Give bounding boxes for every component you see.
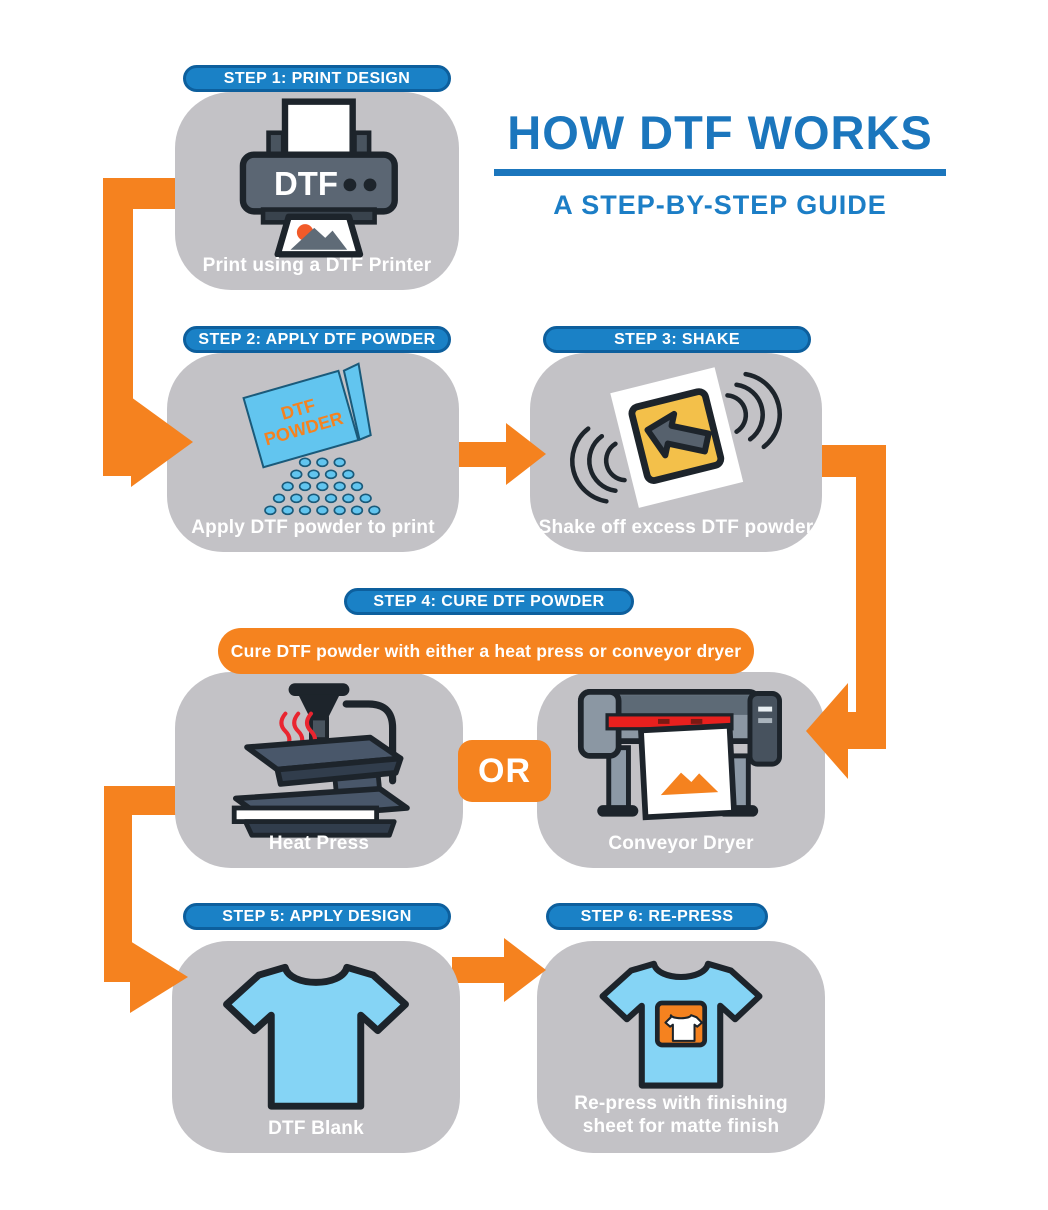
arrowhead-into-step2 (131, 397, 193, 487)
step6-card: Re-press with finishing sheet for matte … (537, 941, 825, 1153)
arrowhead-into-step6 (504, 938, 546, 1002)
arrowhead-into-step5 (130, 941, 188, 1013)
step4-banner: Cure DTF powder with either a heat press… (218, 628, 754, 674)
heat-press-icon (231, 683, 410, 838)
step1-card: DTF Print using a DTF Printer (175, 92, 459, 290)
arrowhead-into-step3 (506, 423, 546, 485)
mini-tshirt-glyph (664, 1014, 703, 1042)
shake-lines-right (725, 371, 782, 450)
step3-pill: STEP 3: SHAKE (543, 326, 811, 353)
heat-press-caption: Heat Press (268, 833, 370, 855)
dtf-printer-icon: DTF (239, 98, 398, 258)
conveyor-dryer-icon (577, 688, 782, 821)
shake-sheet-icon (570, 367, 782, 508)
step5-caption: DTF Blank (268, 1118, 364, 1140)
step1-pill-label: STEP 1: PRINT DESIGN (223, 69, 411, 87)
or-badge: OR (458, 740, 551, 802)
step2-card: DTF POWDER Apply DTF powder to print (167, 353, 459, 552)
step4-pill-label: STEP 4: CURE DTF POWDER (373, 592, 605, 610)
connector-step1-step2-vertical (103, 178, 133, 476)
page-title: HOW DTF WORKS (507, 106, 933, 159)
printer-label: DTF (274, 165, 338, 202)
arrow-step5-step6-stem (452, 957, 510, 983)
conveyor-dryer-caption: Conveyor Dryer (608, 833, 754, 855)
step3-card: Shake off excess DTF powder (530, 353, 822, 552)
step6-pill: STEP 6: RE-PRESS (546, 903, 768, 930)
arrowhead-into-conveyor (806, 683, 848, 779)
arrow-step2-step3-stem (456, 442, 512, 467)
or-label: OR (478, 751, 531, 790)
step4-pill: STEP 4: CURE DTF POWDER (344, 588, 634, 615)
step2-pill-label: STEP 2: APPLY DTF POWDER (198, 330, 436, 348)
arrow-into-conveyor-stem (842, 712, 886, 749)
powder-bag-icon: DTF POWDER (242, 362, 381, 516)
heat-press-card: Heat Press (175, 672, 463, 868)
step3-caption: Shake off excess DTF powder (538, 517, 814, 539)
step5-pill: STEP 5: APPLY DESIGN (183, 903, 451, 930)
blank-tshirt-icon (223, 963, 409, 1110)
step6-caption: Re-press with finishing sheet for matte … (574, 1092, 788, 1138)
step1-pill: STEP 1: PRINT DESIGN (183, 65, 451, 92)
connector-step3-step4-vertical (856, 445, 886, 749)
step5-pill-label: STEP 5: APPLY DESIGN (222, 907, 412, 925)
step2-caption: Apply DTF powder to print (191, 517, 435, 539)
step6-pill-label: STEP 6: RE-PRESS (580, 907, 734, 925)
step4-banner-label: Cure DTF powder with either a heat press… (230, 640, 742, 661)
conveyor-dryer-card: Conveyor Dryer (537, 672, 825, 868)
shake-lines-left (570, 426, 627, 504)
step1-caption: Print using a DTF Printer (202, 255, 432, 277)
page-subtitle: A STEP-BY-STEP GUIDE (553, 190, 887, 221)
step2-pill: STEP 2: APPLY DTF POWDER (183, 326, 451, 353)
page-header: HOW DTF WORKS A STEP-BY-STEP GUIDE (492, 108, 948, 221)
step3-pill-label: STEP 3: SHAKE (614, 330, 740, 348)
printed-tshirt-icon (599, 960, 763, 1089)
step5-card: DTF Blank (172, 941, 460, 1153)
title-underline (494, 169, 946, 177)
powder-dots (264, 457, 381, 516)
connector-step4-step5-vertical (104, 786, 132, 982)
